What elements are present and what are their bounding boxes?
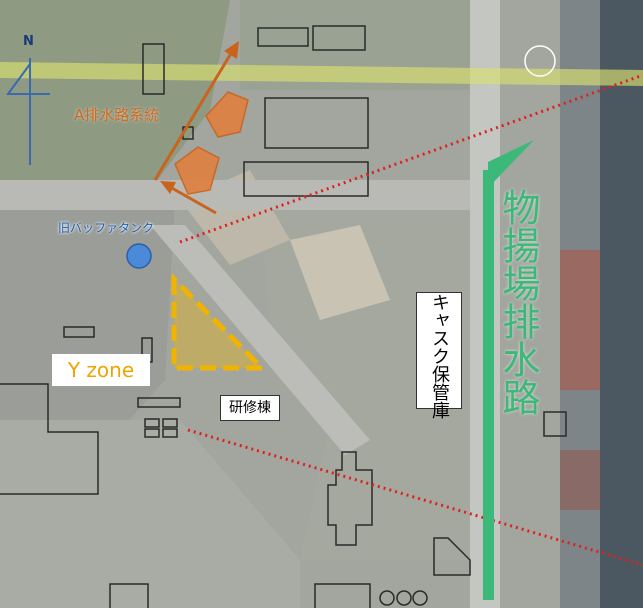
diagonal-road	[150, 225, 370, 455]
quay-structure-2	[560, 450, 600, 510]
drain-a-arrowhead	[160, 181, 176, 194]
building	[144, 418, 160, 428]
drain-a-direction-arrow-icon	[169, 185, 217, 215]
buffer-tank-label: 旧バッファタンク	[58, 221, 155, 235]
drain-a-pentagon	[205, 91, 249, 138]
drain-a-arrowhead	[224, 41, 239, 59]
unloading-direction-arrow-icon	[488, 140, 534, 188]
building	[543, 411, 567, 437]
y-zone-triangle	[171, 272, 268, 371]
building	[109, 583, 149, 608]
buffer-tank-marker	[126, 243, 152, 269]
y-zone-label: Y zone	[52, 354, 150, 386]
drain-a-system	[153, 41, 249, 215]
unloading-drain-line	[483, 170, 494, 600]
unloading-drain-label: 物揚場排水路	[496, 188, 540, 416]
southwest-site	[0, 420, 300, 608]
ew-road	[0, 180, 470, 210]
building-outlines	[0, 25, 567, 608]
tank	[396, 590, 412, 606]
building	[162, 428, 178, 438]
sea	[595, 0, 643, 608]
building	[433, 537, 471, 576]
building	[142, 43, 165, 95]
boundary-line-north	[179, 73, 643, 244]
debris-area	[290, 225, 390, 320]
drain-a-direction-arrow-icon	[153, 49, 235, 181]
building	[162, 418, 178, 428]
building	[257, 27, 309, 47]
training-building-label: 研修棟	[220, 395, 280, 421]
drain-a-label: A排水路系統	[74, 106, 160, 124]
rail-line	[0, 62, 643, 86]
cask-storage-label: キャスク保管庫	[416, 292, 462, 419]
building	[137, 397, 181, 408]
tank	[412, 590, 428, 606]
tank	[524, 45, 556, 77]
north-label: N	[23, 34, 34, 49]
north-arrow-icon	[6, 58, 50, 165]
building	[314, 583, 371, 608]
building	[63, 326, 95, 338]
tank	[379, 590, 395, 606]
quay-structure	[560, 250, 600, 390]
building	[327, 451, 373, 546]
building	[144, 428, 160, 438]
building	[264, 97, 369, 149]
drain-a-pentagon	[174, 146, 220, 195]
building	[243, 161, 369, 197]
building	[0, 383, 99, 495]
boundary-line-south	[187, 428, 643, 567]
building	[312, 25, 366, 51]
